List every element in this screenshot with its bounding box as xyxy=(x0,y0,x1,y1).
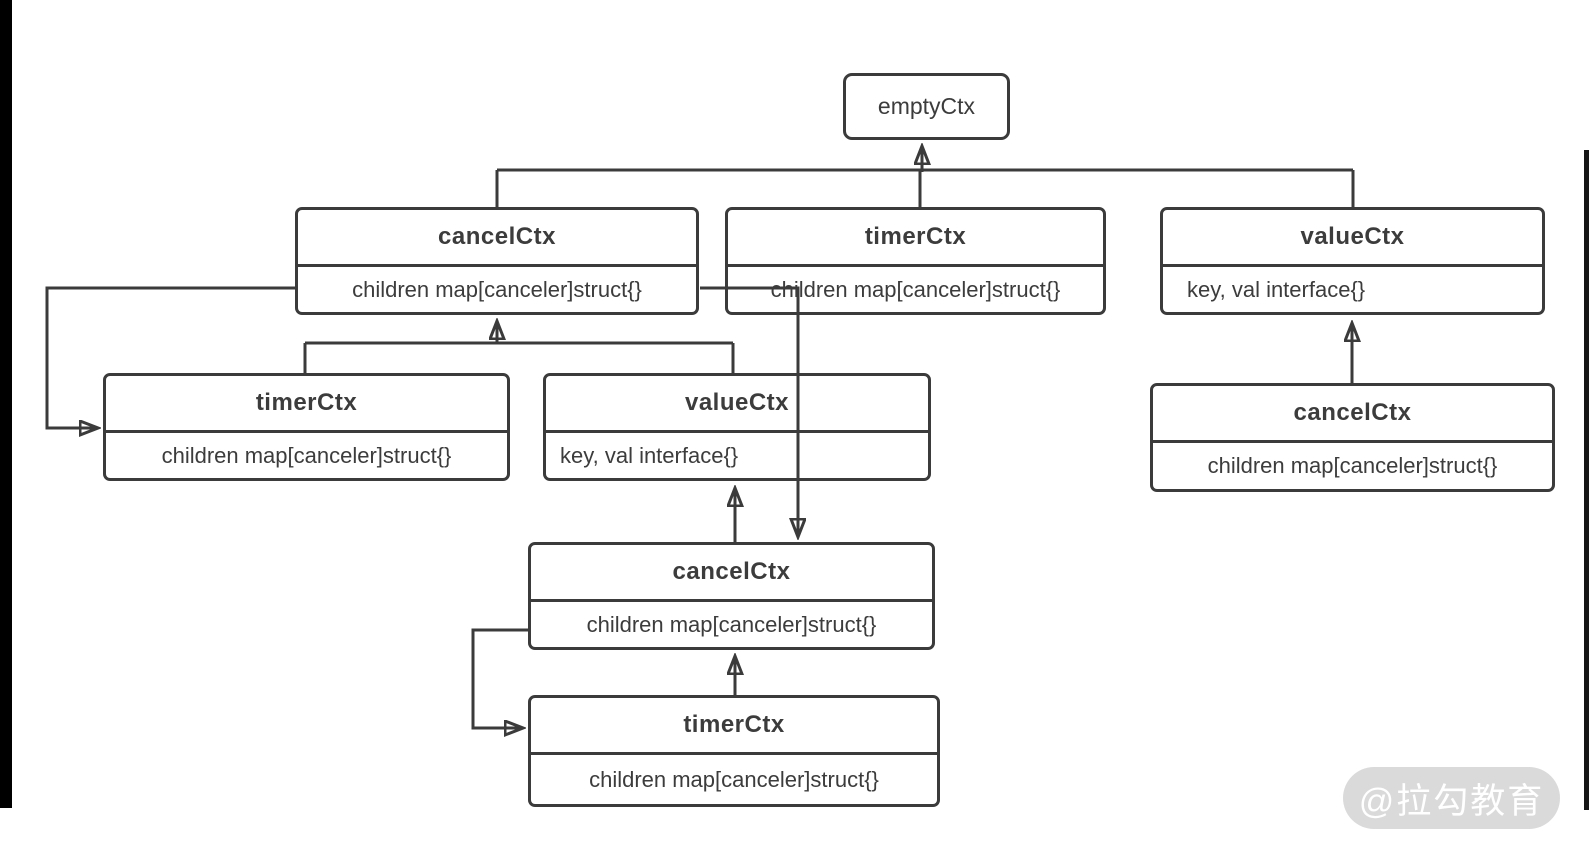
node-timerctx-row3: timerCtx children map[canceler]struct{} xyxy=(103,373,510,481)
node-emptyctx: emptyCtx xyxy=(843,73,1010,140)
node-valuectx-row3: valueCtx key, val interface{} xyxy=(543,373,931,481)
left-black-bar xyxy=(0,0,12,808)
node-field: key, val interface{} xyxy=(560,442,739,468)
node-cancelctx-right: cancelCtx children map[canceler]struct{} xyxy=(1150,383,1555,492)
node-timerctx-row5: timerCtx children map[canceler]struct{} xyxy=(528,695,940,807)
node-valuectx-row2: valueCtx key, val interface{} xyxy=(1160,207,1545,315)
edge-cancelctx-row4-to-timerctx-row5 xyxy=(471,628,528,728)
node-field: children map[canceler]struct{} xyxy=(352,276,642,302)
node-title: timerCtx xyxy=(728,210,1103,267)
node-field: key, val interface{} xyxy=(1187,276,1366,302)
node-field: children map[canceler]struct{} xyxy=(589,766,879,792)
right-edge-bar xyxy=(1584,150,1589,810)
node-title: cancelCtx xyxy=(531,545,932,602)
node-title: timerCtx xyxy=(106,376,507,433)
node-title: timerCtx xyxy=(531,698,937,755)
watermark-badge: @拉勾教育 xyxy=(1343,767,1560,829)
node-field: children map[canceler]struct{} xyxy=(161,442,452,468)
node-emptyctx-label: emptyCtx xyxy=(877,93,976,119)
node-field: children map[canceler]struct{} xyxy=(586,611,877,637)
node-title: cancelCtx xyxy=(298,210,696,267)
node-field: children map[canceler]struct{} xyxy=(1207,453,1498,478)
node-cancelctx-row2: cancelCtx children map[canceler]struct{} xyxy=(295,207,699,315)
node-cancelctx-row4: cancelCtx children map[canceler]struct{} xyxy=(528,542,935,650)
node-field: children map[canceler]struct{} xyxy=(770,276,1061,302)
node-title: valueCtx xyxy=(1163,210,1542,267)
node-title: valueCtx xyxy=(546,376,928,433)
node-timerctx-row2: timerCtx children map[canceler]struct{} xyxy=(725,207,1106,315)
watermark-label: @拉勾教育 xyxy=(1358,781,1545,821)
node-title: cancelCtx xyxy=(1153,386,1552,443)
